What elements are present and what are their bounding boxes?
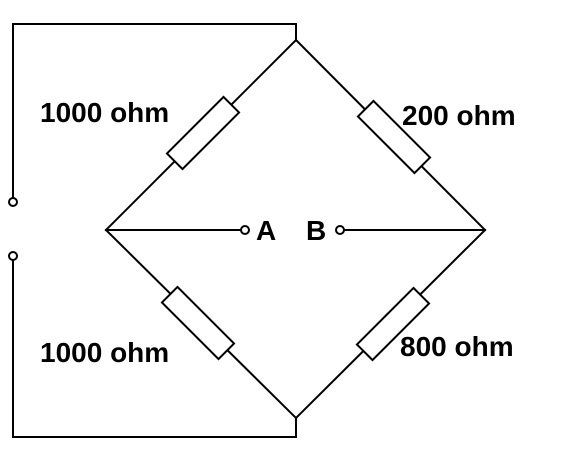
- label-terminal-b: B: [306, 215, 326, 246]
- supply-terminal-top: [8, 197, 18, 207]
- label-resistor-bottom-right: 800 ohm: [400, 331, 514, 362]
- label-resistor-top-right: 200 ohm: [402, 100, 516, 131]
- wire-supply-bottom: [12, 259, 297, 438]
- label-resistor-top-left: 1000 ohm: [40, 97, 169, 128]
- terminal-b: [335, 225, 345, 235]
- resistor-bottom-left: [160, 285, 236, 361]
- terminal-a: [240, 225, 250, 235]
- label-resistor-bottom-left: 1000 ohm: [40, 337, 169, 368]
- label-terminal-a: A: [256, 215, 276, 246]
- resistor-top-right: [356, 99, 432, 175]
- wire-supply-top: [12, 23, 297, 199]
- resistor-top-left: [165, 95, 241, 171]
- supply-terminal-bottom: [8, 251, 18, 261]
- resistor-bottom-right: [355, 286, 431, 362]
